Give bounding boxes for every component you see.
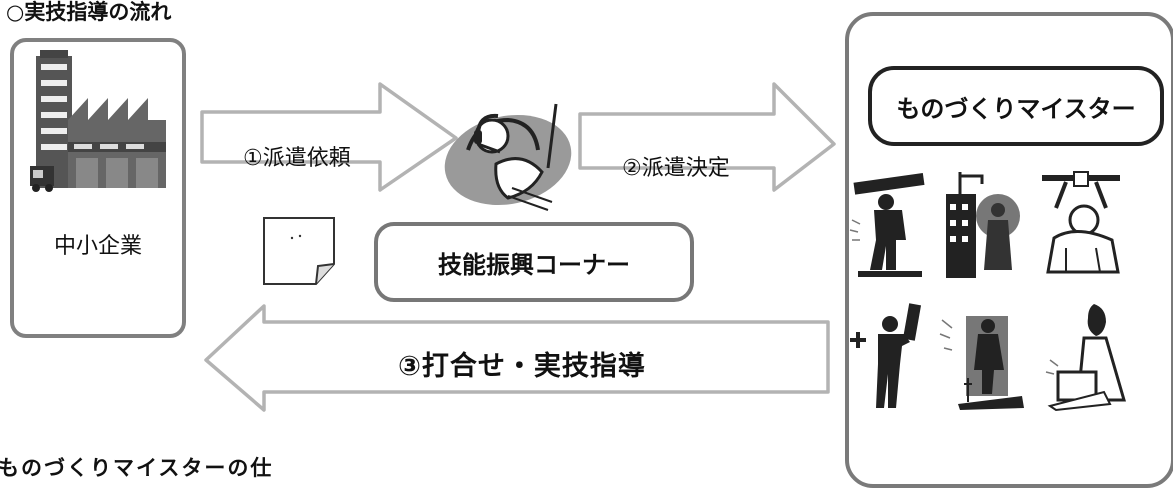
corner-box: 技能振興コーナー [374,222,694,302]
diagram-title: ○実技指導の流れ [6,0,172,24]
request-arrow [200,82,458,192]
guidance-label: ③打合せ・実技指導 [398,351,646,382]
construction-worker-icon [946,172,1020,278]
farmer-icon [939,316,1024,410]
plumber-icon [1042,171,1120,274]
carpenter-icon [849,173,925,277]
meister-label: ものづくりマイスター [868,66,1164,146]
gardener-icon [850,303,922,408]
request-label: ①派遣依頼 [243,146,351,171]
factory-icon [30,50,166,192]
company-label: 中小企業 [53,234,142,259]
bottom-heading: ものづくりマイスターの仕 [0,456,274,480]
decision-arrow [578,82,836,192]
document-icon [263,217,335,285]
operator-icon [444,103,572,211]
seamstress-icon [1045,304,1126,412]
guidance-arrow [204,304,830,412]
company-box [10,38,186,338]
decision-label: ②派遣決定 [622,156,730,181]
